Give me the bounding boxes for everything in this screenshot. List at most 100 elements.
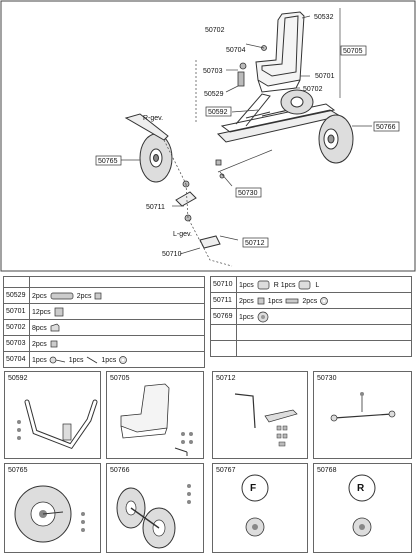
table-row: 50711 2pcs 1pcs 2pcs	[210, 292, 412, 309]
callout-50592-box: 50592	[205, 106, 232, 117]
table-header-cell	[29, 276, 205, 288]
part-qty: 8pcs	[32, 324, 47, 332]
part-qty: 1pcs	[280, 281, 296, 289]
panel-50767: 50767 F	[212, 463, 308, 553]
part-code: 50529	[3, 287, 30, 304]
cap-icon	[50, 323, 60, 331]
fasteners	[182, 45, 267, 222]
part-code: 50711	[210, 292, 237, 309]
nut-icon	[50, 340, 58, 347]
table-row: 50710 1pcs R 1pcs L	[210, 276, 412, 293]
table-header-cell	[3, 276, 30, 288]
callout-50702: 50702	[205, 27, 225, 34]
part-code: 50702	[3, 319, 30, 336]
callout-50529: 50529	[204, 91, 224, 98]
svg-text:50705: 50705	[343, 48, 363, 55]
crank-drawing	[234, 393, 298, 447]
callout-50765-box: 50765	[95, 155, 122, 166]
pedal-icon	[299, 280, 311, 289]
table-row	[210, 340, 412, 357]
pedal-icon	[257, 280, 270, 289]
part-code: 50701	[3, 303, 30, 320]
part-qty: 2pcs	[76, 292, 92, 300]
table-row	[210, 324, 412, 341]
hub-letter: F	[250, 483, 257, 494]
table-row: 50704 1pcs 1pcs 1pcs	[3, 351, 205, 368]
label-r-gev: R-gev.	[143, 115, 163, 122]
svg-text:50765: 50765	[98, 158, 118, 165]
part-qty: 1pcs	[239, 313, 254, 321]
washer-icon	[320, 296, 329, 305]
part-code: 50704	[3, 351, 30, 368]
table-row: 50702 8pcs	[3, 319, 205, 336]
callout-50702-right: 50702	[303, 86, 323, 93]
panel-title: 50768	[317, 467, 337, 474]
rear-wheels-drawing	[116, 484, 191, 549]
part-code: 50769	[210, 308, 237, 325]
callout-50730-box: 50730	[235, 187, 262, 198]
rear-wheel-front	[318, 114, 354, 164]
panel-50705: 50705	[106, 371, 204, 459]
part-qty: 2pcs	[239, 297, 254, 305]
part-qty: 2pcs	[32, 340, 47, 348]
bolt-icon	[50, 292, 74, 299]
wheel-hub-front-drawing	[241, 474, 269, 537]
panel-title: 50592	[8, 375, 28, 382]
panel-50765: 50765	[4, 463, 101, 553]
panel-title: 50767	[216, 467, 236, 474]
parts-table-right: 50710 1pcs R 1pcs L 50711 2pcs 1pcs 2pcs…	[210, 276, 412, 357]
pedal-side-letter: R	[273, 281, 279, 289]
handlebar-part	[124, 113, 221, 249]
panel-50730: 50730	[313, 371, 412, 459]
part-qty: 2pcs	[302, 297, 318, 305]
table-row: 50701 12pcs	[3, 303, 205, 320]
screw-icon	[87, 356, 98, 363]
callout-50704: 50704	[226, 47, 246, 54]
rear-wheel-back	[280, 89, 314, 115]
panel-50712: 50712	[212, 371, 308, 459]
assembly-lines	[120, 8, 372, 267]
part-qty: 1pcs	[267, 297, 283, 305]
svg-text:50730: 50730	[238, 190, 258, 197]
front-wheel-drawing	[14, 485, 85, 543]
part-qty: 1pcs	[32, 356, 47, 364]
part-code: 50710	[210, 276, 237, 293]
panel-title: 50705	[110, 375, 130, 382]
callout-50712-box: 50712	[242, 237, 269, 248]
panel-title: 50765	[8, 467, 28, 474]
part-qty: 12pcs	[32, 308, 51, 316]
handlebar-drawing	[17, 399, 98, 450]
part-qty: 1pcs	[68, 356, 84, 364]
part-qty: 1pcs	[101, 356, 117, 364]
parts-table-left: 50529 2pcs 2pcs 50701 12pcs 50702 8pcs 5…	[3, 276, 205, 368]
callout-50701: 50701	[315, 73, 335, 80]
wheel-hub-rear-drawing	[348, 474, 376, 537]
part-qty: 1pcs	[239, 281, 254, 289]
callout-50532: 50532	[314, 14, 334, 21]
panel-title: 50766	[110, 467, 130, 474]
svg-text:50766: 50766	[376, 124, 396, 131]
seat-drawing	[120, 383, 193, 456]
svg-text:50592: 50592	[208, 109, 228, 116]
callout-50705-box: 50705	[340, 45, 367, 56]
table-row: 50769 1pcs	[210, 308, 412, 325]
callout-50703: 50703	[203, 68, 223, 75]
wheel-cap-icon	[257, 311, 269, 322]
svg-text:50712: 50712	[245, 240, 265, 247]
bolt-icon	[286, 298, 299, 303]
pin-icon	[49, 356, 65, 363]
panel-title: 50730	[317, 375, 337, 382]
callout-50711: 50711	[146, 204, 165, 211]
nut-icon	[257, 297, 265, 304]
panel-50766: 50766	[106, 463, 204, 553]
table-row: 50703 2pcs	[3, 335, 205, 352]
table-row: 50529 2pcs 2pcs	[3, 287, 205, 304]
hub-letter: R	[357, 483, 365, 494]
nut-icon	[95, 292, 102, 299]
front-wheel	[139, 133, 173, 183]
callout-50766-box: 50766	[373, 121, 400, 132]
panel-title: 50712	[216, 375, 236, 382]
seat-part	[255, 11, 305, 93]
exploded-diagram: 50702 50704 50703 50529 50592 R-gev. 507…	[0, 0, 416, 272]
pedal-side-letter: L	[315, 281, 320, 289]
